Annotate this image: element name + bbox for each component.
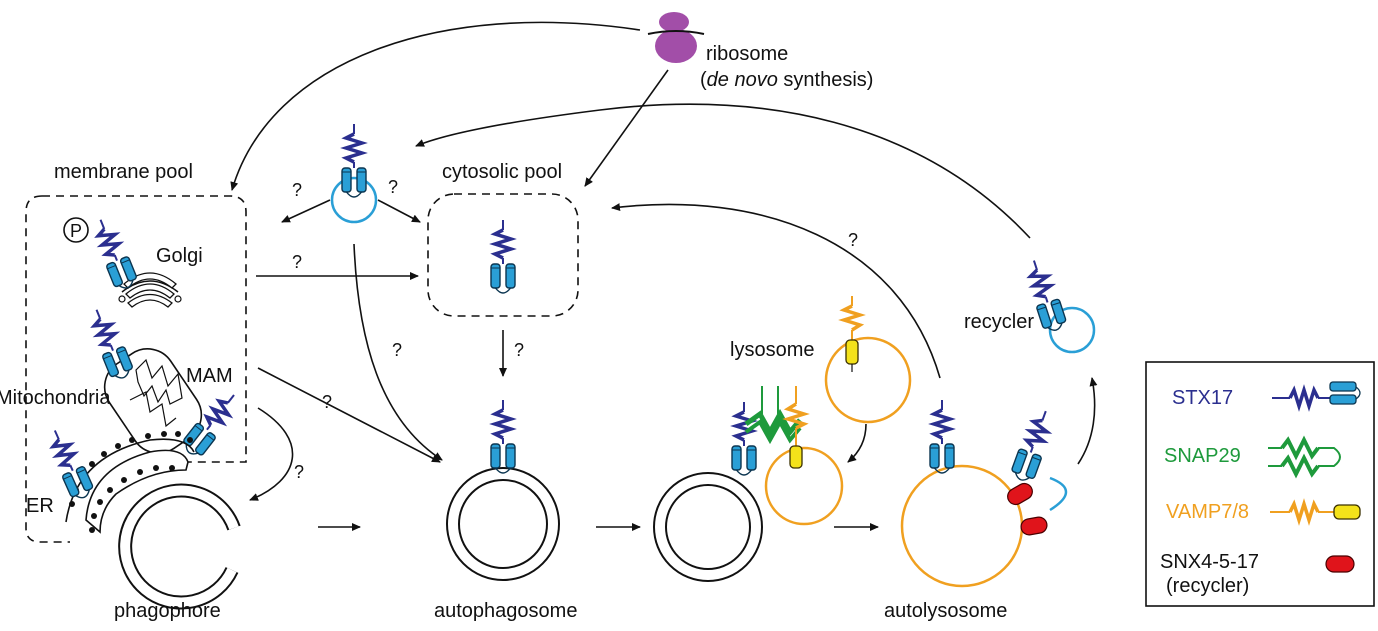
arrow-autolysosome-to-cytosolic-pool [611, 203, 941, 379]
stx17-er [42, 423, 98, 504]
membrane-pool-box [42, 195, 247, 463]
lysosome-label: lysosome [730, 339, 814, 361]
legend-stx17-label: STX17 [1172, 387, 1233, 409]
legend-snx-label: SNX4-5-17 [1160, 551, 1259, 573]
mam-label: MAM [186, 365, 233, 387]
recycler-label: recycler [964, 311, 1034, 333]
cytosolic-pool-label: cytosolic pool [442, 161, 562, 183]
stx17-cytosolic [489, 218, 517, 295]
ribosome-label: ribosome [706, 43, 788, 65]
arrow-vesicle-to-cytosolic-pool [377, 199, 421, 223]
phagophore-label: phagophore [114, 600, 221, 622]
de-novo-synthesis-label: (de novo synthesis) [700, 69, 873, 91]
arrow-recycler-to-cytosolic-pool [415, 103, 1031, 239]
phospho-icon: P [63, 217, 89, 243]
er-label: ER [26, 495, 54, 517]
mitochondria-label: Mitochondria [0, 387, 111, 409]
ribosome-icon [647, 12, 705, 63]
fusing-lysosome-icon [764, 446, 844, 526]
snare-complex [730, 386, 810, 477]
question-mark: ? [292, 252, 302, 272]
fusing-autophagosome-icon [653, 472, 763, 582]
mitochondria-icon [103, 348, 203, 454]
recycler-icon [1020, 255, 1096, 354]
question-mark: ? [292, 180, 302, 200]
arrow-membrane-pool-to-autophagosome [257, 367, 441, 463]
stx17-autolysosome [928, 398, 956, 475]
lysosome-icon [824, 296, 912, 424]
stx17-mitochondria [83, 303, 137, 384]
arrow-autolysosome-to-recycler [1077, 377, 1098, 465]
stx17-autophagosome [489, 398, 517, 475]
membrane-pool-box-left [25, 195, 70, 543]
stx17-golgi [87, 213, 141, 294]
question-mark: ? [388, 177, 398, 197]
autophagosome-icon [446, 467, 560, 581]
cytosolic-pool-box [427, 193, 579, 317]
legend-stx17-icon [1272, 381, 1361, 412]
question-mark: ? [294, 462, 304, 482]
legend-snx-icon [1325, 555, 1355, 573]
question-mark: ? [514, 340, 524, 360]
svg-text:P: P [70, 221, 82, 241]
legend: STX17 SNAP29 VAMP7/8 SNX4-5-17 (re [1145, 361, 1375, 607]
arrow-ribosome-to-cytosolic-pool [584, 69, 669, 187]
phagophore-icon [118, 483, 241, 610]
arrow-membrane-pool-to-phagophore [249, 407, 294, 501]
question-mark: ? [848, 230, 858, 250]
snx-complex [1004, 479, 1036, 509]
arrow-vesicle-to-autophagosome [353, 243, 443, 461]
autolysosome-icon [900, 464, 1024, 588]
budding-vesicle [1049, 476, 1068, 512]
stx17-vesicle [330, 122, 378, 224]
snx-complex [1019, 515, 1049, 537]
legend-vamp-icon [1270, 498, 1361, 526]
golgi-label: Golgi [156, 245, 203, 267]
autophagosome-label: autophagosome [434, 600, 577, 622]
arrow-vesicle-to-membrane-pool [281, 199, 331, 223]
question-mark: ? [392, 340, 402, 360]
arrow-ribosome-to-membrane-pool [230, 21, 641, 191]
autolysosome-label: autolysosome [884, 600, 1007, 622]
legend-vamp-label: VAMP7/8 [1166, 501, 1249, 523]
legend-snap29-label: SNAP29 [1164, 445, 1241, 467]
legend-snap29-icon [1268, 435, 1341, 479]
arrow-lysosome-to-fusion [847, 423, 867, 463]
question-mark: ? [322, 392, 332, 412]
membrane-pool-label: membrane pool [54, 161, 193, 183]
stx17-recycling [1007, 405, 1059, 486]
legend-snx-note: (recycler) [1166, 575, 1249, 597]
